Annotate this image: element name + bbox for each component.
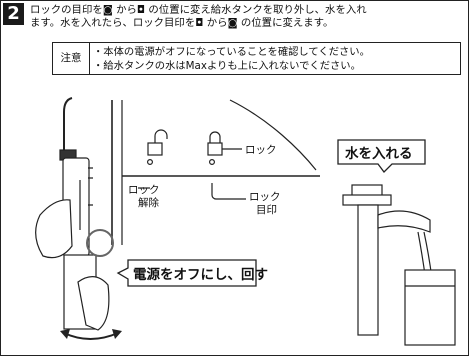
caution-box: 注意 ・本体の電源がオフになっていることを確認してください。 ・給水タンクの水は… — [52, 42, 461, 75]
water-callout-text: 水を入れる — [345, 145, 413, 162]
water-callout — [337, 139, 426, 173]
instruction-text: ロックの目印を◙ から◘ の位置に変え給水タンクを取り外し、水を入れ ます。水を… — [30, 4, 466, 30]
caution-item-2: ・給水タンクの水はMaxよりも上に入れないでください。 — [93, 60, 361, 72]
power-callout-text: 電源をオフにし、回す — [133, 266, 268, 283]
unlock-label-2: 解除 — [138, 196, 159, 209]
instruction-line-2: ます。水を入れたら、ロック目印を◘ から◙ の位置に変えます。 — [30, 17, 334, 29]
caution-label: 注意 — [53, 43, 90, 74]
power-callout — [116, 259, 257, 287]
instruction-line-1: ロックの目印を◙ から◘ の位置に変え給水タンクを取り外し、水を入れ — [30, 4, 367, 16]
caution-item-1: ・本体の電源がオフになっていることを確認してください。 — [93, 46, 370, 58]
lock-diagram — [111, 99, 320, 245]
lock-closed-icon — [207, 131, 223, 156]
lock-mark-label-1: ロック — [249, 191, 281, 203]
faucet-illustration — [342, 184, 456, 346]
unlock-label-1: ロック — [128, 184, 160, 196]
lock-open-icon — [147, 129, 168, 156]
step-number: 2 — [3, 3, 24, 25]
device-illustration — [35, 97, 114, 331]
rotate-arrow-icon — [60, 329, 122, 340]
lock-label: ロック — [245, 144, 277, 156]
lock-mark-label-2: 目印 — [256, 204, 277, 216]
caution-text: ・本体の電源がオフになっていることを確認してください。 ・給水タンクの水はMax… — [93, 45, 370, 73]
